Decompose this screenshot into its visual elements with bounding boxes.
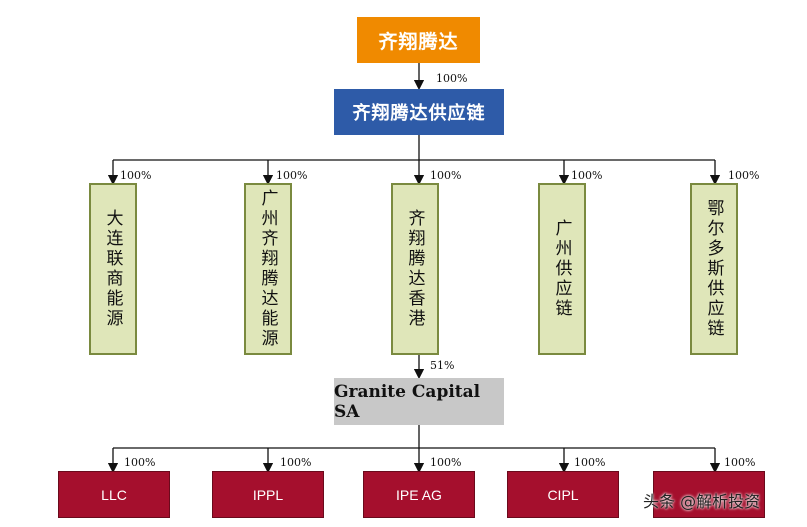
sub-pct: 100% [430,169,462,182]
child-label: CIPL [547,486,579,503]
subsidiary-label: 广州齐翔腾达能源 [257,189,278,349]
child-pct: 100% [124,456,156,469]
child-box-llc: LLC [58,471,170,518]
sub-pct: 100% [276,169,308,182]
sub-pct: 100% [728,169,760,182]
top-entity-box: 齐翔腾达 [357,17,480,63]
subsidiary-box-hongkong: 齐翔腾达香港 [391,183,439,355]
subsidiary-box-ordos: 鄂尔多斯供应链 [690,183,738,355]
granite-capital-box: Granite Capital SA [334,378,504,425]
watermark-text: 头条 @解析投资 [643,492,761,511]
child-box-cipl: CIPL [507,471,619,518]
child-box-fifth [653,471,765,518]
parent-entity-box: 齐翔腾达供应链 [334,89,504,135]
sub-pct: 100% [120,169,152,182]
child-box-ipe-ag: IPE AG [363,471,475,518]
top-entity-label: 齐翔腾达 [378,30,459,53]
subsidiary-box-guangzhou-supply: 广州供应链 [538,183,586,355]
child-pct: 100% [430,456,462,469]
child-pct: 100% [280,456,312,469]
subsidiary-label: 齐翔腾达香港 [404,209,425,329]
child-pct: 100% [724,456,756,469]
edge-pct-hk-granite: 51% [430,359,455,372]
child-box-ippl: IPPL [212,471,324,518]
subsidiary-label: 广州供应链 [551,219,572,319]
child-label: IPPL [252,486,284,503]
parent-entity-label: 齐翔腾达供应链 [352,103,486,124]
child-label: IPE AG [396,486,442,503]
granite-capital-label: Granite Capital SA [334,381,481,422]
subsidiary-label: 大连联商能源 [102,209,123,329]
sub-pct: 100% [571,169,603,182]
child-label: LLC [101,486,127,503]
edge-pct-top-parent: 100% [436,72,468,85]
subsidiary-box-guangzhou-energy: 广州齐翔腾达能源 [244,183,292,355]
subsidiary-box-dalian: 大连联商能源 [89,183,137,355]
subsidiary-label: 鄂尔多斯供应链 [703,199,724,339]
child-pct: 100% [574,456,606,469]
